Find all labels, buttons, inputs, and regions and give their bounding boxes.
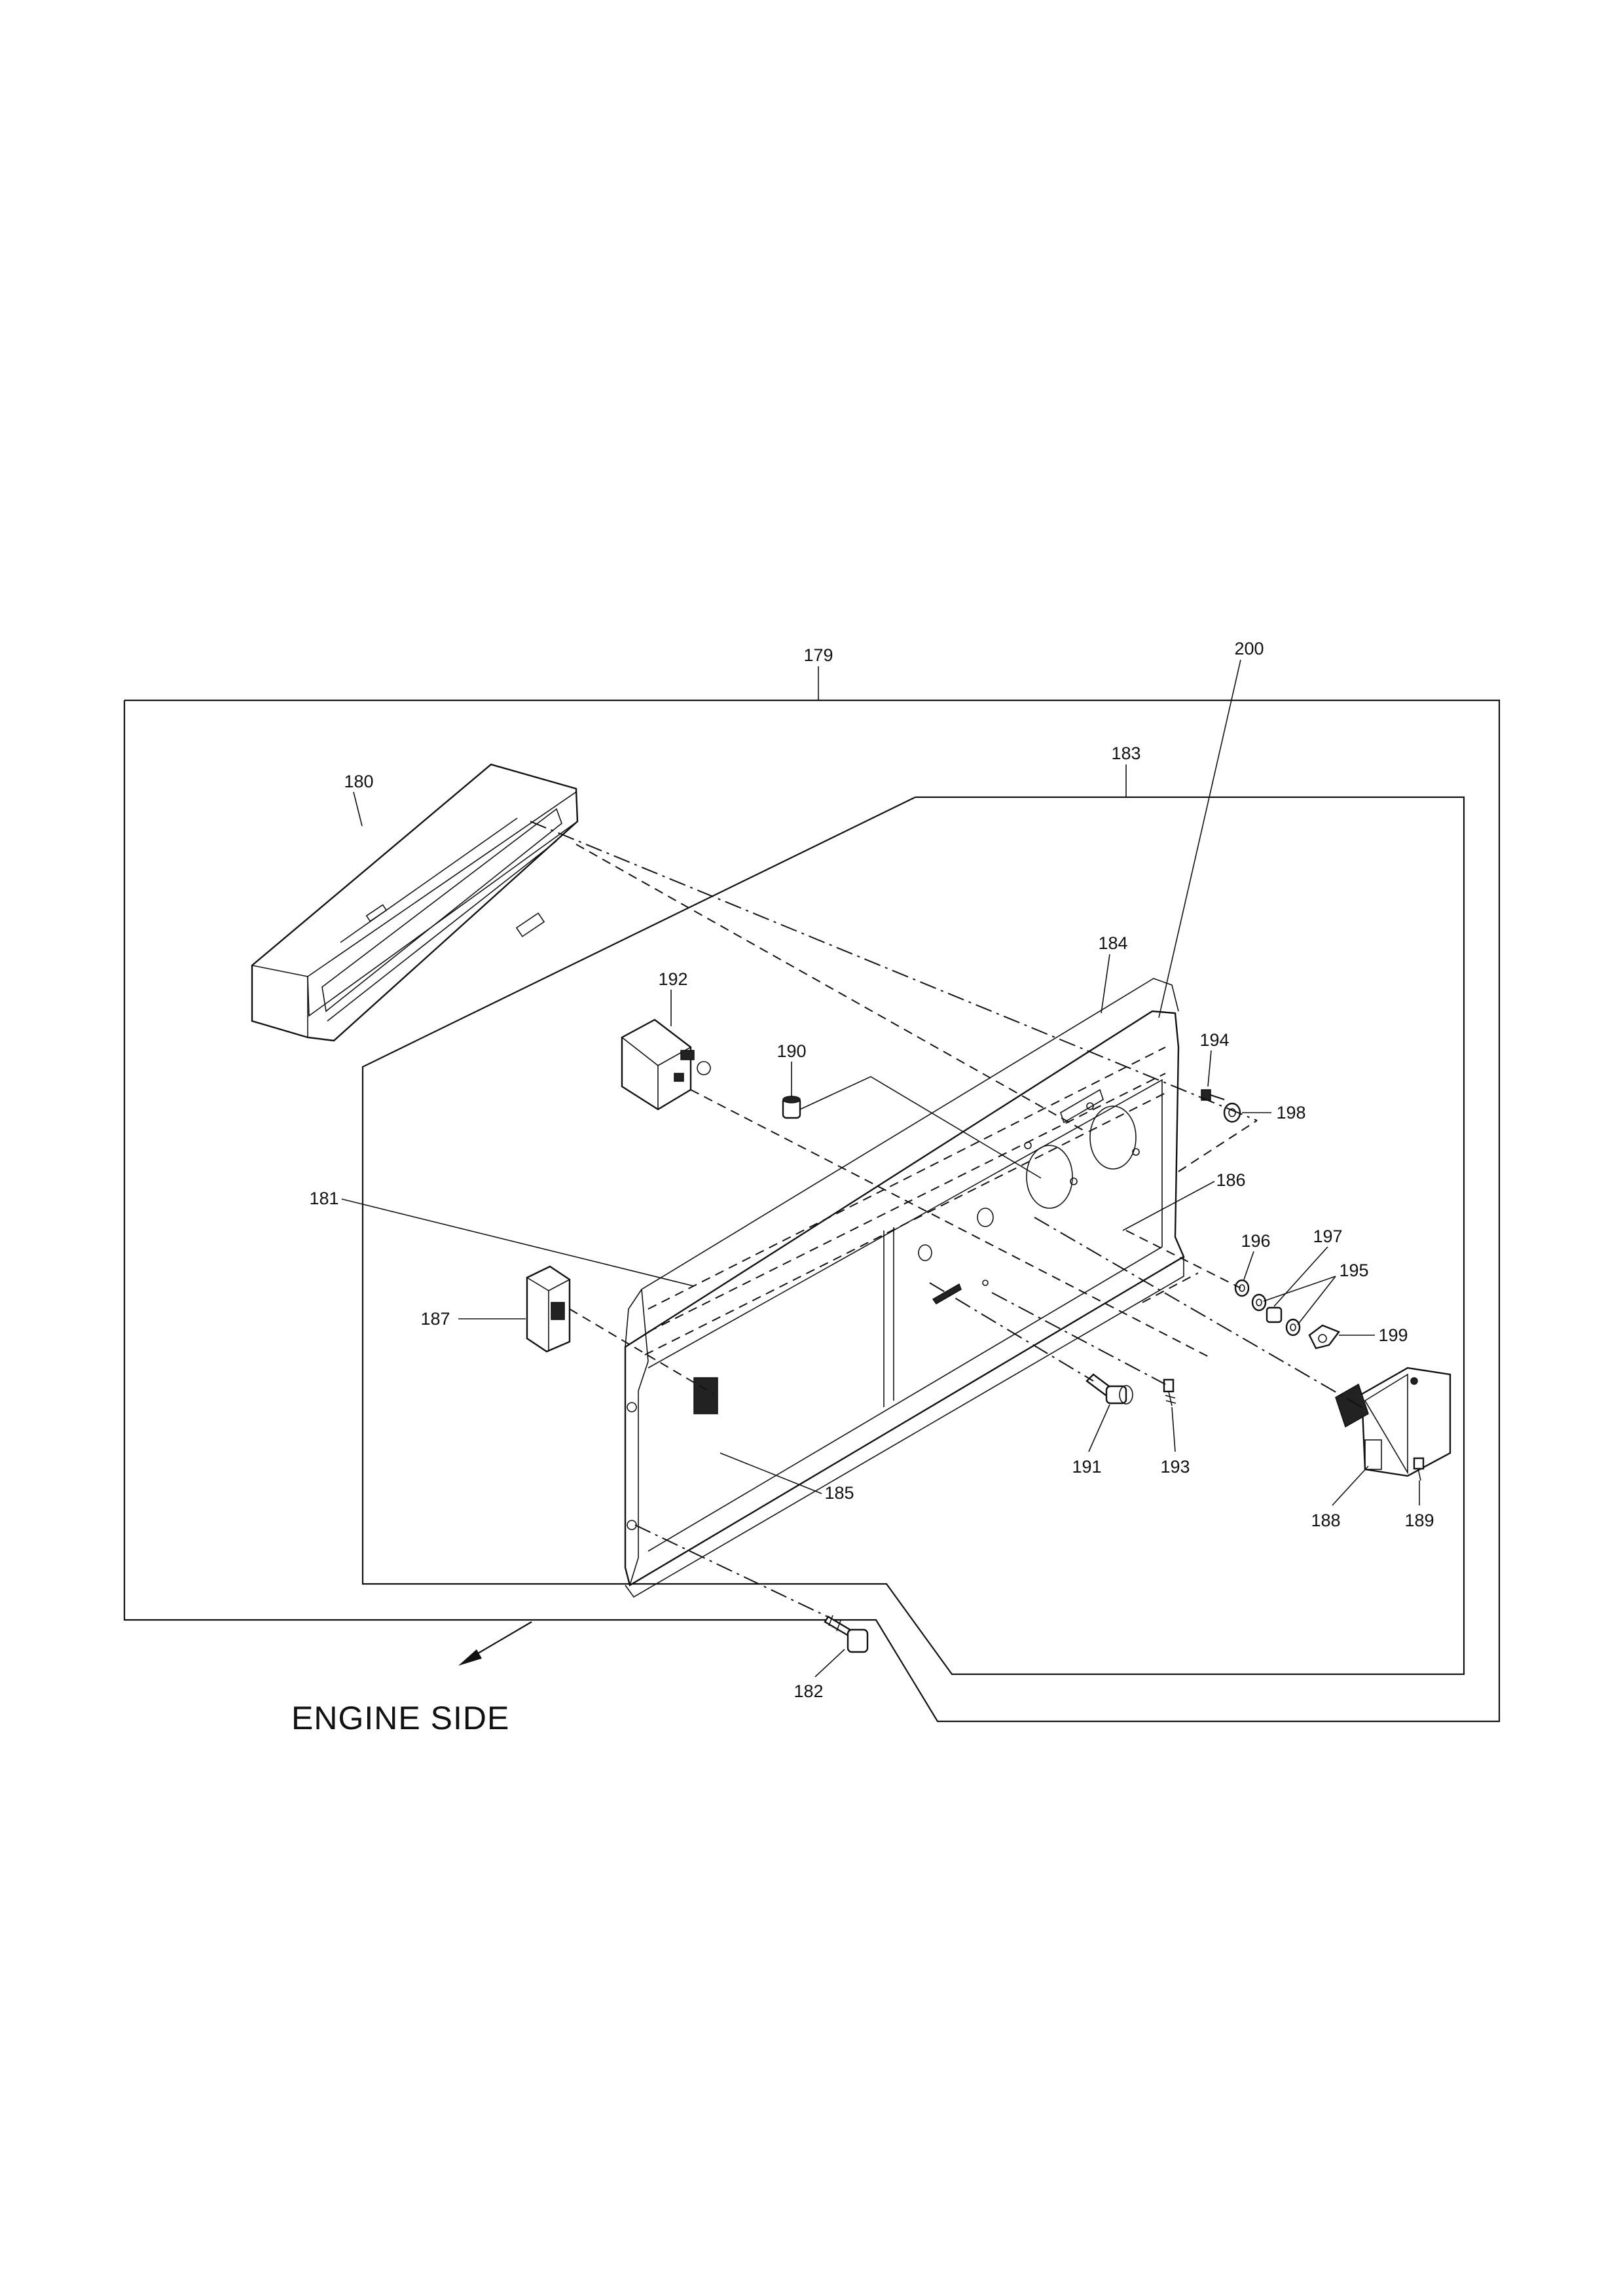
label-182: 182 — [793, 1681, 823, 1701]
washer-195a — [1251, 1293, 1267, 1312]
switch-187 — [526, 1265, 571, 1353]
label-181: 181 — [309, 1189, 338, 1208]
label-183: 183 — [1111, 744, 1140, 763]
engine-side-arrow-icon — [458, 1621, 532, 1666]
screw-193 — [1163, 1378, 1176, 1407]
leader-181 — [341, 1198, 695, 1287]
spacer-190 — [782, 1096, 801, 1119]
receptacle-188 — [1335, 1367, 1451, 1477]
washer-195b — [1285, 1318, 1301, 1336]
assembly-line-182 — [634, 1524, 831, 1619]
label-200: 200 — [1234, 639, 1264, 658]
label-190: 190 — [776, 1041, 806, 1061]
leader-188 — [1332, 1465, 1369, 1506]
label-188: 188 — [1311, 1511, 1340, 1530]
leader-191 — [1088, 1404, 1110, 1452]
panel-184 — [624, 978, 1185, 1598]
label-195: 195 — [1339, 1261, 1368, 1280]
leader-186 — [1122, 1181, 1215, 1231]
label-193: 193 — [1160, 1457, 1190, 1477]
assembly-outline-183 — [361, 796, 1465, 1676]
label-187: 187 — [420, 1309, 450, 1329]
leader-193 — [1171, 1407, 1176, 1452]
leader-180 — [353, 791, 363, 827]
screw-189 — [1413, 1457, 1425, 1481]
assembly-line-192 — [690, 1089, 1212, 1359]
assembly-line-186 — [1125, 1230, 1241, 1289]
leader-195-a — [1263, 1276, 1336, 1302]
leader-200 — [1158, 659, 1241, 1018]
screw-194 — [1201, 1089, 1225, 1101]
engine-side-caption: ENGINE SIDE — [291, 1700, 509, 1736]
wing-nut-199 — [1308, 1324, 1340, 1350]
label-191: 191 — [1072, 1457, 1101, 1477]
label-198: 198 — [1276, 1103, 1305, 1122]
assembly-line-193 — [991, 1292, 1166, 1385]
label-194: 194 — [1199, 1030, 1229, 1050]
leader-195-b — [1297, 1276, 1336, 1325]
leader-197-a — [1273, 1246, 1328, 1307]
assembly-line-199 — [1142, 1272, 1199, 1303]
assembly-line-180 — [530, 821, 1258, 1121]
label-185: 185 — [824, 1483, 854, 1503]
assembly-line-188 — [1034, 1217, 1362, 1408]
box-frame-180 — [251, 763, 579, 1042]
assembly-outline-179 — [123, 699, 1501, 1723]
label-180: 180 — [344, 772, 373, 791]
screw-191 — [1085, 1373, 1133, 1405]
washer-196 — [1234, 1279, 1250, 1297]
label-184: 184 — [1098, 933, 1127, 953]
bolt-182 — [824, 1615, 869, 1653]
assembly-line-198 — [1178, 1120, 1258, 1172]
leader-184 — [1101, 954, 1110, 1014]
label-196: 196 — [1241, 1231, 1270, 1251]
spacer-197 — [1266, 1306, 1283, 1323]
leader-196 — [1243, 1251, 1254, 1280]
leader-185 — [720, 1452, 822, 1494]
assembly-line-191 — [929, 1282, 1094, 1382]
label-189: 189 — [1404, 1511, 1434, 1530]
label-192: 192 — [658, 969, 687, 989]
label-197: 197 — [1313, 1227, 1342, 1246]
leader-182 — [814, 1649, 845, 1677]
label-179: 179 — [803, 645, 833, 665]
assembly-line-180b — [575, 844, 1087, 1133]
assembly-line-190 — [799, 1076, 1042, 1179]
leader-194 — [1207, 1050, 1212, 1087]
module-192 — [621, 1018, 711, 1111]
assembly-line-187 — [569, 1308, 714, 1395]
label-199: 199 — [1378, 1325, 1408, 1345]
label-186: 186 — [1216, 1170, 1245, 1190]
